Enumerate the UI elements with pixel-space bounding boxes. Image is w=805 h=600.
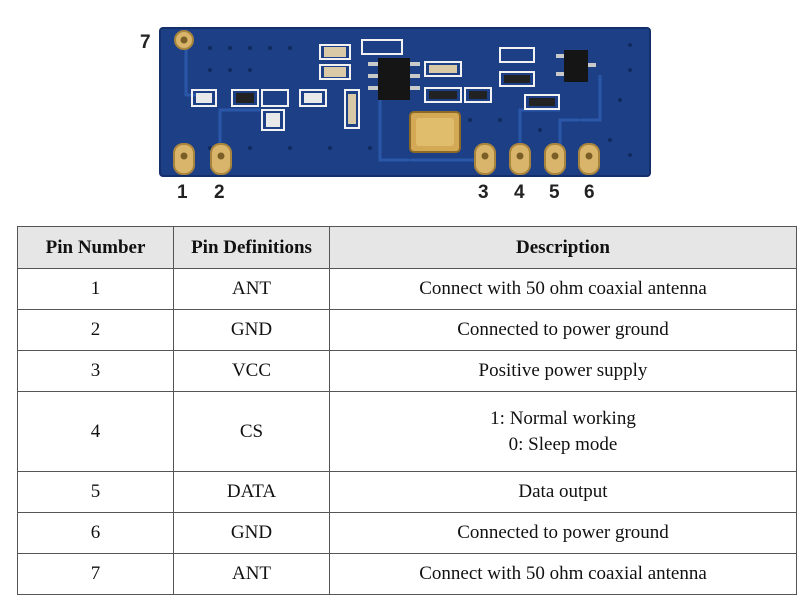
rf-module-image xyxy=(159,27,651,177)
crystal-resonator xyxy=(409,111,461,153)
silkscreen-outlines xyxy=(191,39,560,131)
pin-definition-cell: CS xyxy=(173,391,330,472)
pcb-board xyxy=(160,28,650,176)
pin-label-1: 1 xyxy=(177,182,188,203)
pin-definition-table: Pin Number Pin Definitions Description 1… xyxy=(17,226,797,595)
pin-number-cell: 7 xyxy=(17,553,174,595)
via-holes xyxy=(208,43,632,162)
pin-number-cell: 1 xyxy=(17,268,174,310)
table-row: 4 CS 1: Normal working 0: Sleep mode xyxy=(17,391,797,472)
description-line: Positive power supply xyxy=(478,360,648,381)
table-row: 6 GND Connected to power ground xyxy=(17,512,797,554)
description-cell: Connected to power ground xyxy=(329,309,797,351)
description-line: 0: Sleep mode xyxy=(508,433,618,455)
solder-pads xyxy=(173,30,600,175)
transistor-chip xyxy=(556,50,596,82)
description-line: Connect with 50 ohm coaxial antenna xyxy=(419,278,707,299)
pin-label-3: 3 xyxy=(478,182,489,203)
description-line: Connected to power ground xyxy=(457,319,669,340)
pin-label-4: 4 xyxy=(514,182,525,203)
pin-number-cell: 3 xyxy=(17,350,174,392)
description-line: Connect with 50 ohm coaxial antenna xyxy=(419,563,707,584)
pin-definition-cell: DATA xyxy=(173,471,330,513)
pin-label-6: 6 xyxy=(584,182,595,203)
pin-number-cell: 6 xyxy=(17,512,174,554)
pin-definition-cell: ANT xyxy=(173,268,330,310)
description-cell: 1: Normal working 0: Sleep mode xyxy=(329,391,797,472)
description-line: Connected to power ground xyxy=(457,522,669,543)
description-line: 1: Normal working xyxy=(490,407,636,429)
header-description: Description xyxy=(329,226,797,269)
pin-definition-cell: GND xyxy=(173,309,330,351)
pin-label-7: 7 xyxy=(140,32,151,53)
table-row: 5 DATA Data output xyxy=(17,471,797,513)
table-header-row: Pin Number Pin Definitions Description xyxy=(17,226,797,269)
pin-number-cell: 2 xyxy=(17,309,174,351)
pin-definition-cell: GND xyxy=(173,512,330,554)
pin-number-cell: 4 xyxy=(17,391,174,472)
description-cell: Positive power supply xyxy=(329,350,797,392)
table-row: 7 ANT Connect with 50 ohm coaxial antenn… xyxy=(17,553,797,595)
description-cell: Connect with 50 ohm coaxial antenna xyxy=(329,553,797,595)
smd-components xyxy=(196,47,555,127)
description-cell: Connected to power ground xyxy=(329,512,797,554)
pin-number-cell: 5 xyxy=(17,471,174,513)
header-pin-definitions: Pin Definitions xyxy=(173,226,330,269)
pin-definition-cell: VCC xyxy=(173,350,330,392)
pin-definition-cell: ANT xyxy=(173,553,330,595)
header-pin-number: Pin Number xyxy=(17,226,174,269)
pin-label-2: 2 xyxy=(214,182,225,203)
pin-label-5: 5 xyxy=(549,182,560,203)
description-cell: Data output xyxy=(329,471,797,513)
description-cell: Connect with 50 ohm coaxial antenna xyxy=(329,268,797,310)
table-row: 3 VCC Positive power supply xyxy=(17,350,797,392)
main-ic-chip xyxy=(368,58,420,100)
table-row: 1 ANT Connect with 50 ohm coaxial antenn… xyxy=(17,268,797,310)
description-line: Data output xyxy=(518,481,608,502)
table-row: 2 GND Connected to power ground xyxy=(17,309,797,351)
